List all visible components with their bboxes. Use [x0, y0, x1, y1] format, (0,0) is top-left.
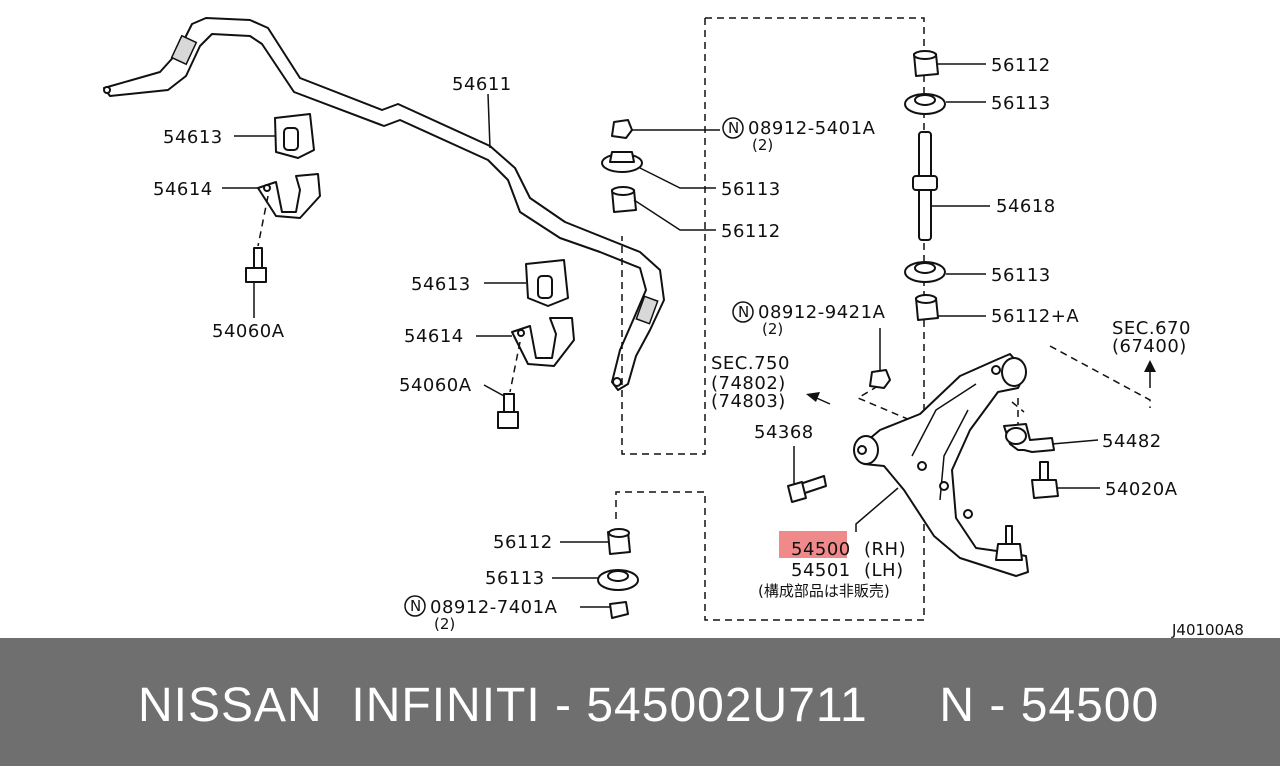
- label-sec670[interactable]: SEC.670: [1112, 318, 1191, 339]
- label-08912-9421A-qty: (2): [762, 320, 783, 338]
- label-08912-7401A-qty: (2): [434, 615, 455, 633]
- n-symbol-icon: N: [404, 595, 426, 617]
- bolt-54020A[interactable]: [1031, 461, 1059, 499]
- bracket-54614-b[interactable]: [511, 317, 575, 367]
- stabilizer-bar-54611[interactable]: [103, 17, 665, 391]
- insulator-56113-a[interactable]: [601, 151, 643, 173]
- bushing-56112-a[interactable]: [611, 186, 637, 213]
- bushing-54613-a[interactable]: [274, 113, 315, 159]
- assembly-box-left: [621, 18, 706, 455]
- label-54614-a[interactable]: 54614: [153, 179, 213, 200]
- label-08912-7401A[interactable]: 08912-7401A: [430, 597, 558, 618]
- assembly-dash-line: [856, 385, 911, 421]
- label-56113-a[interactable]: 56113: [721, 179, 781, 200]
- label-56112-a[interactable]: 56112: [721, 221, 781, 242]
- label-54500[interactable]: 54500: [791, 539, 851, 560]
- bolt-54060A-a[interactable]: [245, 247, 267, 283]
- nut-08912-5401A[interactable]: [611, 119, 633, 139]
- connecting-rod-54618[interactable]: [912, 131, 938, 241]
- highlight-part-54500: [779, 531, 847, 558]
- nut-08912-9421A[interactable]: [869, 369, 891, 389]
- label-08912-9421A[interactable]: 08912-9421A: [758, 302, 886, 323]
- bushing-56112-top[interactable]: [913, 50, 939, 77]
- label-56112-top[interactable]: 56112: [991, 55, 1051, 76]
- svg-text:N: N: [728, 119, 739, 137]
- bolt-54368[interactable]: [787, 475, 827, 503]
- assembly-box-right: [705, 17, 925, 300]
- label-54613-b[interactable]: 54613: [411, 274, 471, 295]
- n-symbol-icon: N: [732, 301, 754, 323]
- label-note-not-sold: (構成部品は非販売): [758, 582, 890, 600]
- bracket-54614-a[interactable]: [257, 173, 321, 219]
- arrow-sec750-icon: [806, 392, 831, 405]
- leader-lines: [222, 63, 1100, 608]
- exploded-parts-diagram: N N N 54611 54613 54614 54060A 54613 546…: [103, 17, 1244, 638]
- svg-text:N: N: [738, 303, 749, 321]
- bracket-54482[interactable]: [1003, 423, 1055, 453]
- insulator-56113-c[interactable]: [904, 261, 946, 283]
- bushing-56112-b[interactable]: [607, 528, 631, 555]
- label-54368[interactable]: 54368: [754, 422, 814, 443]
- label-56112-b[interactable]: 56112: [493, 532, 553, 553]
- bolt-54060A-b[interactable]: [497, 393, 519, 429]
- label-56112-plus-A[interactable]: 56112+A: [991, 306, 1079, 327]
- label-54482[interactable]: 54482: [1102, 431, 1162, 452]
- arrow-sec670-icon: [1144, 360, 1156, 388]
- insulator-56113-b[interactable]: [597, 569, 639, 591]
- footer-bar: NISSAN INFINITI - 545002U711 N - 54500: [0, 638, 1280, 766]
- assembly-box-bottom: [615, 488, 925, 621]
- bushing-54613-b[interactable]: [525, 259, 569, 307]
- label-54613-a[interactable]: 54613: [163, 127, 223, 148]
- label-56113-c[interactable]: 56113: [991, 265, 1051, 286]
- label-54501[interactable]: 54501: [791, 560, 851, 581]
- lower-control-arm-54500[interactable]: [853, 353, 1029, 577]
- bushing-56112-plus-A[interactable]: [915, 294, 939, 321]
- assembly-dash-line: [1049, 345, 1151, 408]
- assembly-dash-line: [1011, 401, 1025, 413]
- assembly-dash-line: [509, 341, 521, 393]
- nut-08912-7401A[interactable]: [609, 601, 629, 619]
- label-54500-side: (RH): [864, 539, 906, 560]
- label-54060A-a[interactable]: 54060A: [212, 321, 285, 342]
- label-56113-top[interactable]: 56113: [991, 93, 1051, 114]
- insulator-56113-top[interactable]: [904, 93, 946, 115]
- label-56113-b[interactable]: 56113: [485, 568, 545, 589]
- label-54501-side: (LH): [864, 560, 904, 581]
- diagram-code: J40100A8: [1171, 621, 1244, 638]
- label-sec750[interactable]: SEC.750: [711, 353, 790, 374]
- n-symbol-icon: N: [722, 117, 744, 139]
- label-08912-5401A[interactable]: 08912-5401A: [748, 118, 876, 139]
- svg-text:N: N: [410, 597, 421, 615]
- label-54060A-b[interactable]: 54060A: [399, 375, 472, 396]
- label-54618[interactable]: 54618: [996, 196, 1056, 217]
- footer-part-title: NISSAN INFINITI - 545002U711 N - 54500: [138, 679, 1160, 732]
- label-sec670-ref: (67400): [1112, 336, 1187, 357]
- assembly-dash-line: [257, 195, 269, 247]
- label-08912-5401A-qty: (2): [752, 136, 773, 154]
- label-54020A[interactable]: 54020A: [1105, 479, 1178, 500]
- label-sec750-ref1: (74802): [711, 373, 786, 394]
- label-sec750-ref2: (74803): [711, 391, 786, 412]
- label-54614-b[interactable]: 54614: [404, 326, 464, 347]
- label-54611[interactable]: 54611: [452, 74, 512, 95]
